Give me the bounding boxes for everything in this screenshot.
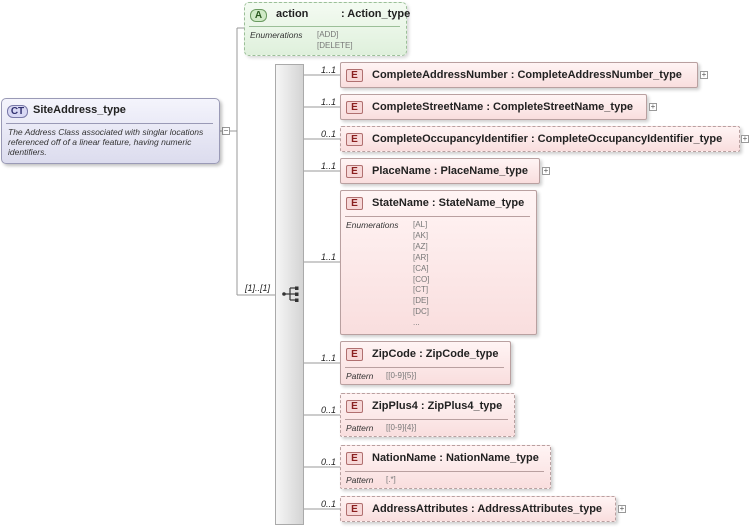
element-name: NationName (372, 452, 437, 464)
sequence-cardinality: [1]..[1] (245, 283, 271, 293)
divider (345, 367, 504, 368)
complex-type-description: The Address Class associated with singla… (8, 127, 204, 157)
cardinality-label: 1..1 (321, 97, 337, 107)
expand-icon[interactable]: + (542, 166, 550, 175)
element-type: : CompleteStreetName_type (486, 101, 634, 113)
enum-value: [AK] (413, 230, 429, 240)
element-completeoccupancyidentifier[interactable]: E CompleteOccupancyIdentifier : Complete… (340, 126, 740, 152)
collapse-toggle-icon[interactable]: − (222, 126, 230, 135)
element-title: NationName : NationName_type (372, 452, 539, 464)
attribute-enum-values: [ADD] [DELETE] (317, 30, 353, 52)
element-title: ZipCode : ZipCode_type (372, 348, 499, 360)
enum-value: ... (413, 318, 420, 328)
enum-value: [DE] (413, 296, 429, 306)
element-type: : AddressAttributes_type (471, 503, 603, 515)
enum-label: Enumerations (346, 220, 399, 230)
expand-icon[interactable]: + (618, 504, 626, 513)
element-badge: E (346, 101, 363, 114)
pattern-value: [.*] (386, 475, 396, 484)
enum-value: [DELETE] (317, 40, 353, 50)
cardinality-label: 0..1 (321, 129, 337, 139)
element-name: StateName (372, 197, 429, 209)
element-zipcode[interactable]: E ZipCode : ZipCode_type Pattern [[0-9]{… (340, 341, 511, 385)
element-type: : StateName_type (431, 197, 525, 209)
element-title: ZipPlus4 : ZipPlus4_type (372, 400, 502, 412)
element-title: CompleteAddressNumber : CompleteAddressN… (372, 69, 682, 81)
enum-value: [CT] (413, 285, 429, 295)
element-zipplus4[interactable]: E ZipPlus4 : ZipPlus4_type Pattern [[0-9… (340, 393, 515, 437)
element-badge: E (346, 348, 363, 361)
enum-value: [DC] (413, 307, 429, 317)
element-badge: E (346, 197, 363, 210)
cardinality-label: 1..1 (321, 161, 337, 171)
enum-value: [AL] (413, 220, 428, 229)
expand-icon[interactable]: + (741, 134, 749, 143)
element-type: : ZipCode_type (419, 348, 499, 360)
element-name: CompleteOccupancyIdentifier (372, 133, 528, 145)
sequence-icon (282, 286, 299, 302)
element-title: AddressAttributes : AddressAttributes_ty… (372, 503, 602, 515)
element-name: CompleteStreetName (372, 101, 484, 113)
element-statename[interactable]: E StateName : StateName_type Enumeration… (340, 190, 537, 335)
complex-type-siteaddress[interactable]: CT SiteAddress_type The Address Class as… (1, 98, 220, 164)
attribute-badge: A (250, 9, 267, 22)
element-name: ZipPlus4 (372, 400, 418, 412)
element-title: StateName : StateName_type (372, 197, 524, 209)
enum-value: [AR] (413, 252, 429, 262)
element-badge: E (346, 69, 363, 82)
cardinality-label: 0..1 (321, 457, 337, 467)
enum-value: [CA] (413, 263, 429, 273)
cardinality-label: 0..1 (321, 499, 337, 509)
element-name: CompleteAddressNumber (372, 69, 508, 81)
element-completeaddressnumber[interactable]: E CompleteAddressNumber : CompleteAddres… (340, 62, 698, 88)
element-type: : CompleteAddressNumber_type (510, 69, 682, 81)
element-title: PlaceName : PlaceName_type (372, 165, 528, 177)
element-title: CompleteOccupancyIdentifier : CompleteOc… (372, 133, 722, 145)
element-nationname[interactable]: E NationName : NationName_type Pattern [… (340, 445, 551, 489)
element-type: : ZipPlus4_type (420, 400, 503, 412)
element-badge: E (346, 133, 363, 146)
pattern-label: Pattern (346, 423, 374, 433)
element-type: : NationName_type (439, 452, 539, 464)
divider (345, 419, 508, 420)
element-type: : PlaceName_type (433, 165, 528, 177)
attribute-enum-label: Enumerations (250, 30, 303, 40)
complex-type-name: SiteAddress_type (33, 104, 126, 116)
element-badge: E (346, 165, 363, 178)
cardinality-label: 1..1 (321, 252, 337, 262)
element-badge: E (346, 400, 363, 413)
complex-type-badge: CT (7, 105, 28, 118)
element-badge: E (346, 452, 363, 465)
pattern-label: Pattern (346, 371, 374, 381)
element-name: ZipCode (372, 348, 416, 360)
enum-value: [ADD] (317, 30, 339, 39)
divider (345, 216, 530, 217)
element-name: AddressAttributes (372, 503, 468, 515)
enum-value: [CO] (413, 274, 430, 284)
element-type: : CompleteOccupancyIdentifier_type (530, 133, 723, 145)
attribute-type: : Action_type (341, 8, 411, 20)
element-addressattributes[interactable]: E AddressAttributes : AddressAttributes_… (340, 496, 616, 522)
attribute-action[interactable]: A action : Action_type Enumerations [ADD… (244, 2, 411, 56)
pattern-value: [[0-9]{4}] (386, 423, 417, 432)
divider (249, 26, 400, 27)
pattern-value: [[0-9]{5}] (386, 371, 417, 380)
element-name: PlaceName (372, 165, 431, 177)
element-title: CompleteStreetName : CompleteStreetName_… (372, 101, 633, 113)
expand-icon[interactable]: + (700, 70, 708, 79)
attribute-name: action (276, 8, 309, 20)
element-badge: E (346, 503, 363, 516)
element-placename[interactable]: E PlaceName : PlaceName_type (340, 158, 540, 184)
cardinality-label: 1..1 (321, 353, 337, 363)
divider (6, 123, 213, 124)
cardinality-label: 0..1 (321, 405, 337, 415)
cardinality-label: 1..1 (321, 65, 337, 75)
divider (345, 471, 544, 472)
enum-values: [AL] [AK] [AZ] [AR] [CA] [CO] [CT] [DE] … (413, 220, 429, 329)
element-completestreetname[interactable]: E CompleteStreetName : CompleteStreetNam… (340, 94, 647, 120)
expand-icon[interactable]: + (649, 102, 657, 111)
enum-value: [AZ] (413, 241, 428, 251)
pattern-label: Pattern (346, 475, 374, 485)
